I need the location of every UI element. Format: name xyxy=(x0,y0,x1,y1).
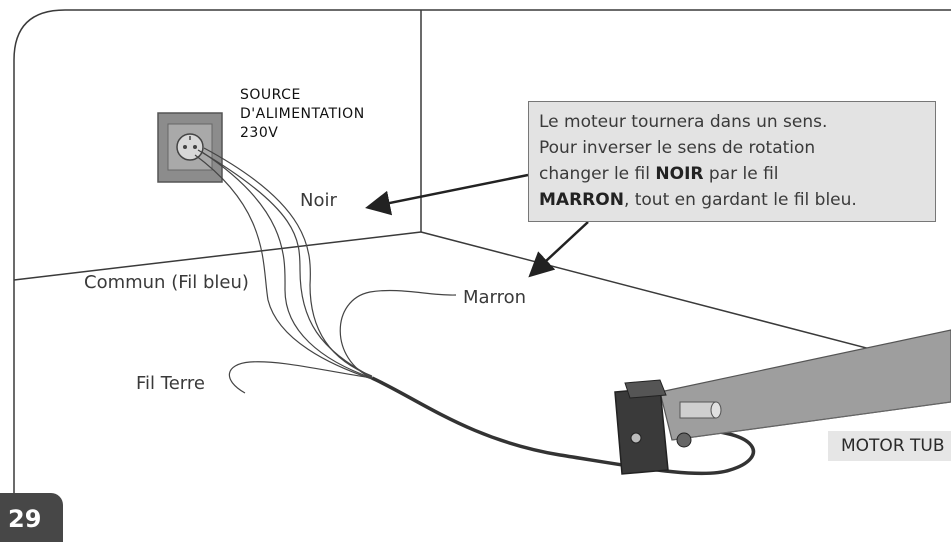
motor-head-icon xyxy=(614,379,722,475)
instruction-callout: Le moteur tournera dans un sens. Pour in… xyxy=(528,101,936,222)
floor-line-left xyxy=(13,231,422,281)
callout-line-3-pre: changer le fil xyxy=(539,164,656,184)
callout-marron-bold: MARRON xyxy=(539,190,624,210)
power-source-label: SOURCE D'ALIMENTATION 230V xyxy=(240,86,365,143)
source-line-2: D'ALIMENTATION xyxy=(240,106,365,122)
page-number-badge: 29 xyxy=(0,493,63,542)
callout-noir-bold: NOIR xyxy=(655,164,704,184)
callout-line-3-post: par le fil xyxy=(703,164,779,184)
noir-wire-label: Noir xyxy=(300,190,337,211)
cable-bundle xyxy=(194,147,373,380)
earth-wire xyxy=(228,361,373,394)
callout-line-4: MARRON, tout en gardant le fil bleu. xyxy=(539,187,925,213)
earth-wire-label: Fil Terre xyxy=(136,373,205,394)
motor-tube-label: MOTOR TUB xyxy=(828,431,951,461)
callout-line-3: changer le fil NOIR par le fil xyxy=(539,161,925,187)
callout-line-1: Le moteur tournera dans un sens. xyxy=(539,112,828,132)
arrow-to-noir xyxy=(365,173,529,216)
callout-line-2: Pour inverser le sens de rotation xyxy=(539,138,816,158)
room-outline xyxy=(13,9,951,493)
callout-line-4-post: , tout en gardant le fil bleu. xyxy=(623,190,857,210)
floor-line-right xyxy=(420,231,951,371)
commun-wire-label: Commun (Fil bleu) xyxy=(84,272,249,293)
motor-tube xyxy=(659,329,951,441)
source-line-3: 230V xyxy=(240,125,279,141)
source-line-1: SOURCE xyxy=(240,87,301,103)
marron-wire-label: Marron xyxy=(463,287,527,308)
marron-wire xyxy=(339,289,457,379)
arrow-to-marron xyxy=(528,221,589,278)
wall-socket-icon xyxy=(157,112,223,183)
